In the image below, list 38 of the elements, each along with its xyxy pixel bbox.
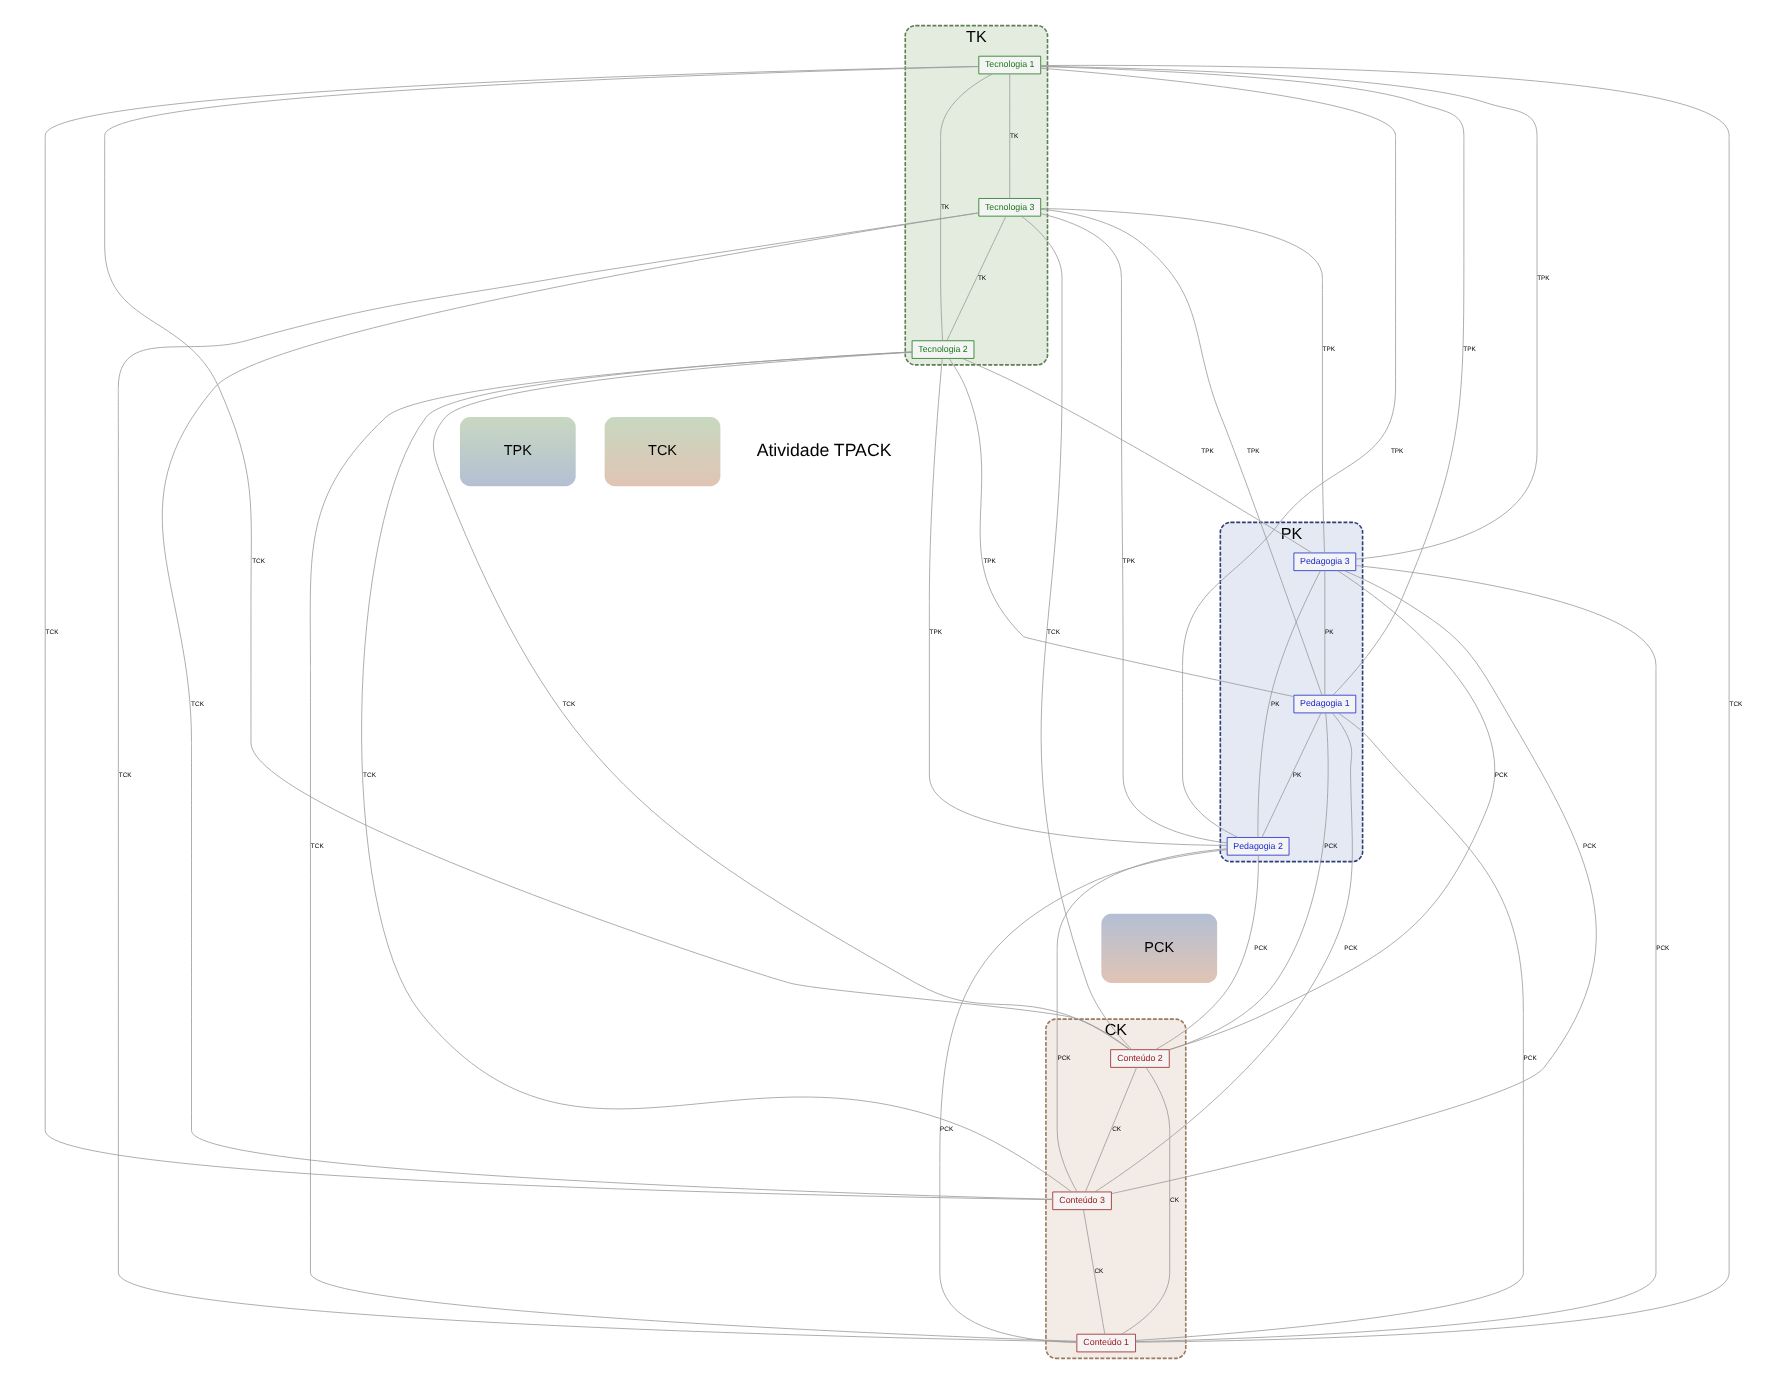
- connector: [1085, 1067, 1137, 1193]
- label: Atividade TPACK: [756, 440, 892, 461]
- connector: [948, 358, 1295, 697]
- connector: [1121, 1067, 1171, 1335]
- connector: [1040, 208, 1325, 554]
- connector: [104, 66, 1131, 1050]
- connector: [1135, 712, 1524, 1341]
- connector: [162, 212, 1054, 1200]
- connector: [1040, 208, 1323, 696]
- connector: [309, 351, 1078, 1342]
- node-box: TCK: [604, 417, 721, 487]
- connector: [962, 358, 1313, 554]
- connector: [1040, 65, 1538, 560]
- connector: [1083, 1209, 1106, 1335]
- connector: [946, 215, 1007, 341]
- connector: [117, 212, 1078, 1343]
- connector: [433, 351, 1130, 1050]
- connector: [940, 73, 993, 342]
- connector: [1261, 712, 1322, 838]
- node-box: TPK: [459, 417, 576, 487]
- connector: [361, 351, 1073, 1193]
- connector: [1155, 855, 1259, 1051]
- connector: [1056, 848, 1228, 1193]
- connector: [1009, 73, 1011, 199]
- connector: [1040, 67, 1396, 838]
- connector: [1257, 570, 1321, 838]
- connector: [1040, 66, 1465, 696]
- connector: [939, 849, 1228, 1343]
- connector: [928, 358, 1228, 846]
- connector: [44, 66, 1054, 1200]
- connector: [1168, 570, 1495, 1051]
- connector: [1324, 570, 1326, 696]
- node-box: PCK: [1101, 913, 1218, 983]
- connector: [1135, 565, 1657, 1343]
- connector: [1040, 65, 1730, 1343]
- connector: [1021, 215, 1133, 1051]
- connector: [1094, 712, 1353, 1193]
- connector: [1040, 213, 1228, 844]
